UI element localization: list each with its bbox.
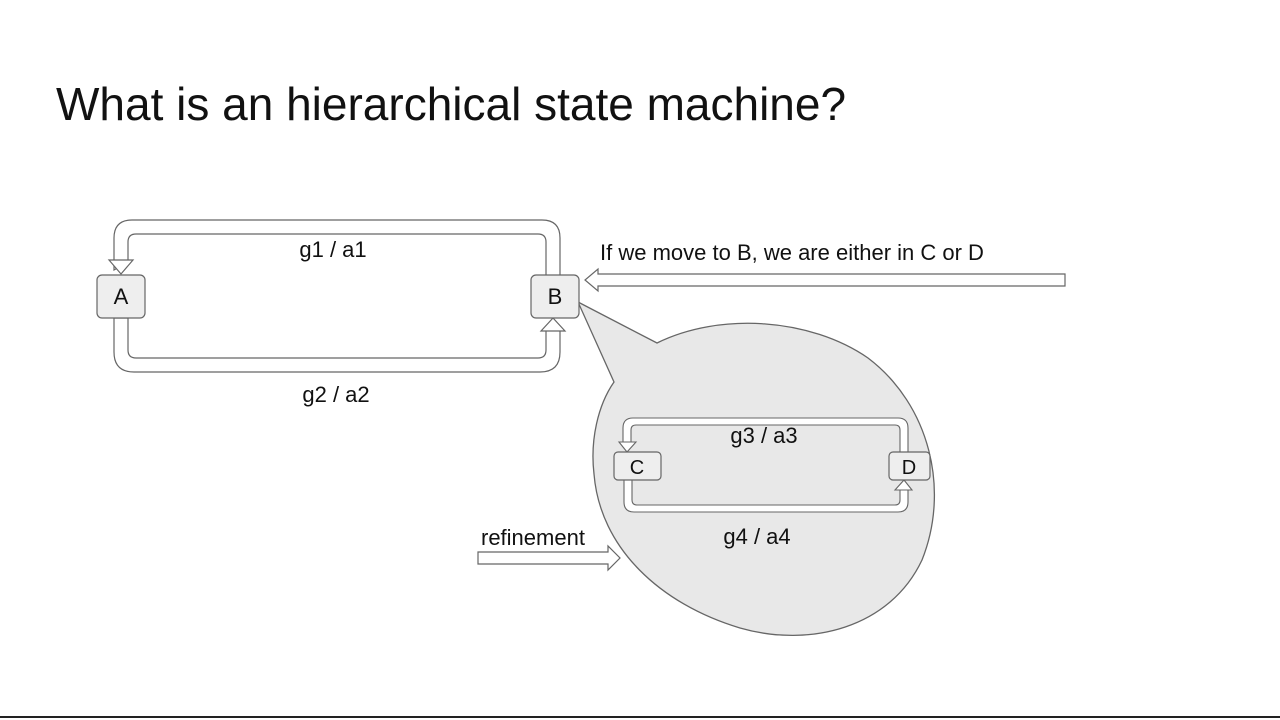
slide-title: What is an hierarchical state machine? [56,78,847,130]
refinement-label: refinement [481,525,585,550]
refinement-arrow [477,544,621,572]
state-b-label: B [548,284,563,309]
note-text: If we move to B, we are either in C or D [600,240,984,265]
state-a-label: A [114,284,129,309]
note-arrow [584,267,1066,293]
bottom-divider [0,716,1280,718]
state-d-label: D [902,457,916,479]
state-c-label: C [630,457,644,479]
arrowhead-into-b [539,317,567,332]
outer-transition-loop [107,219,567,373]
state-b-box [530,274,580,319]
transition-label-g3-a3: g3 / a3 [730,423,797,448]
arrowhead-into-c [617,441,638,453]
refinement-bubble [576,300,936,637]
arrowhead-into-d [893,479,914,491]
state-a-box [96,274,146,319]
transition-label-g2-a2: g2 / a2 [302,382,369,407]
transition-label-g1-a1: g1 / a1 [299,237,366,262]
transition-label-g4-a4: g4 / a4 [723,524,790,549]
state-c-box [613,451,662,481]
state-d-box [888,451,931,481]
arrowhead-into-a [107,259,135,275]
